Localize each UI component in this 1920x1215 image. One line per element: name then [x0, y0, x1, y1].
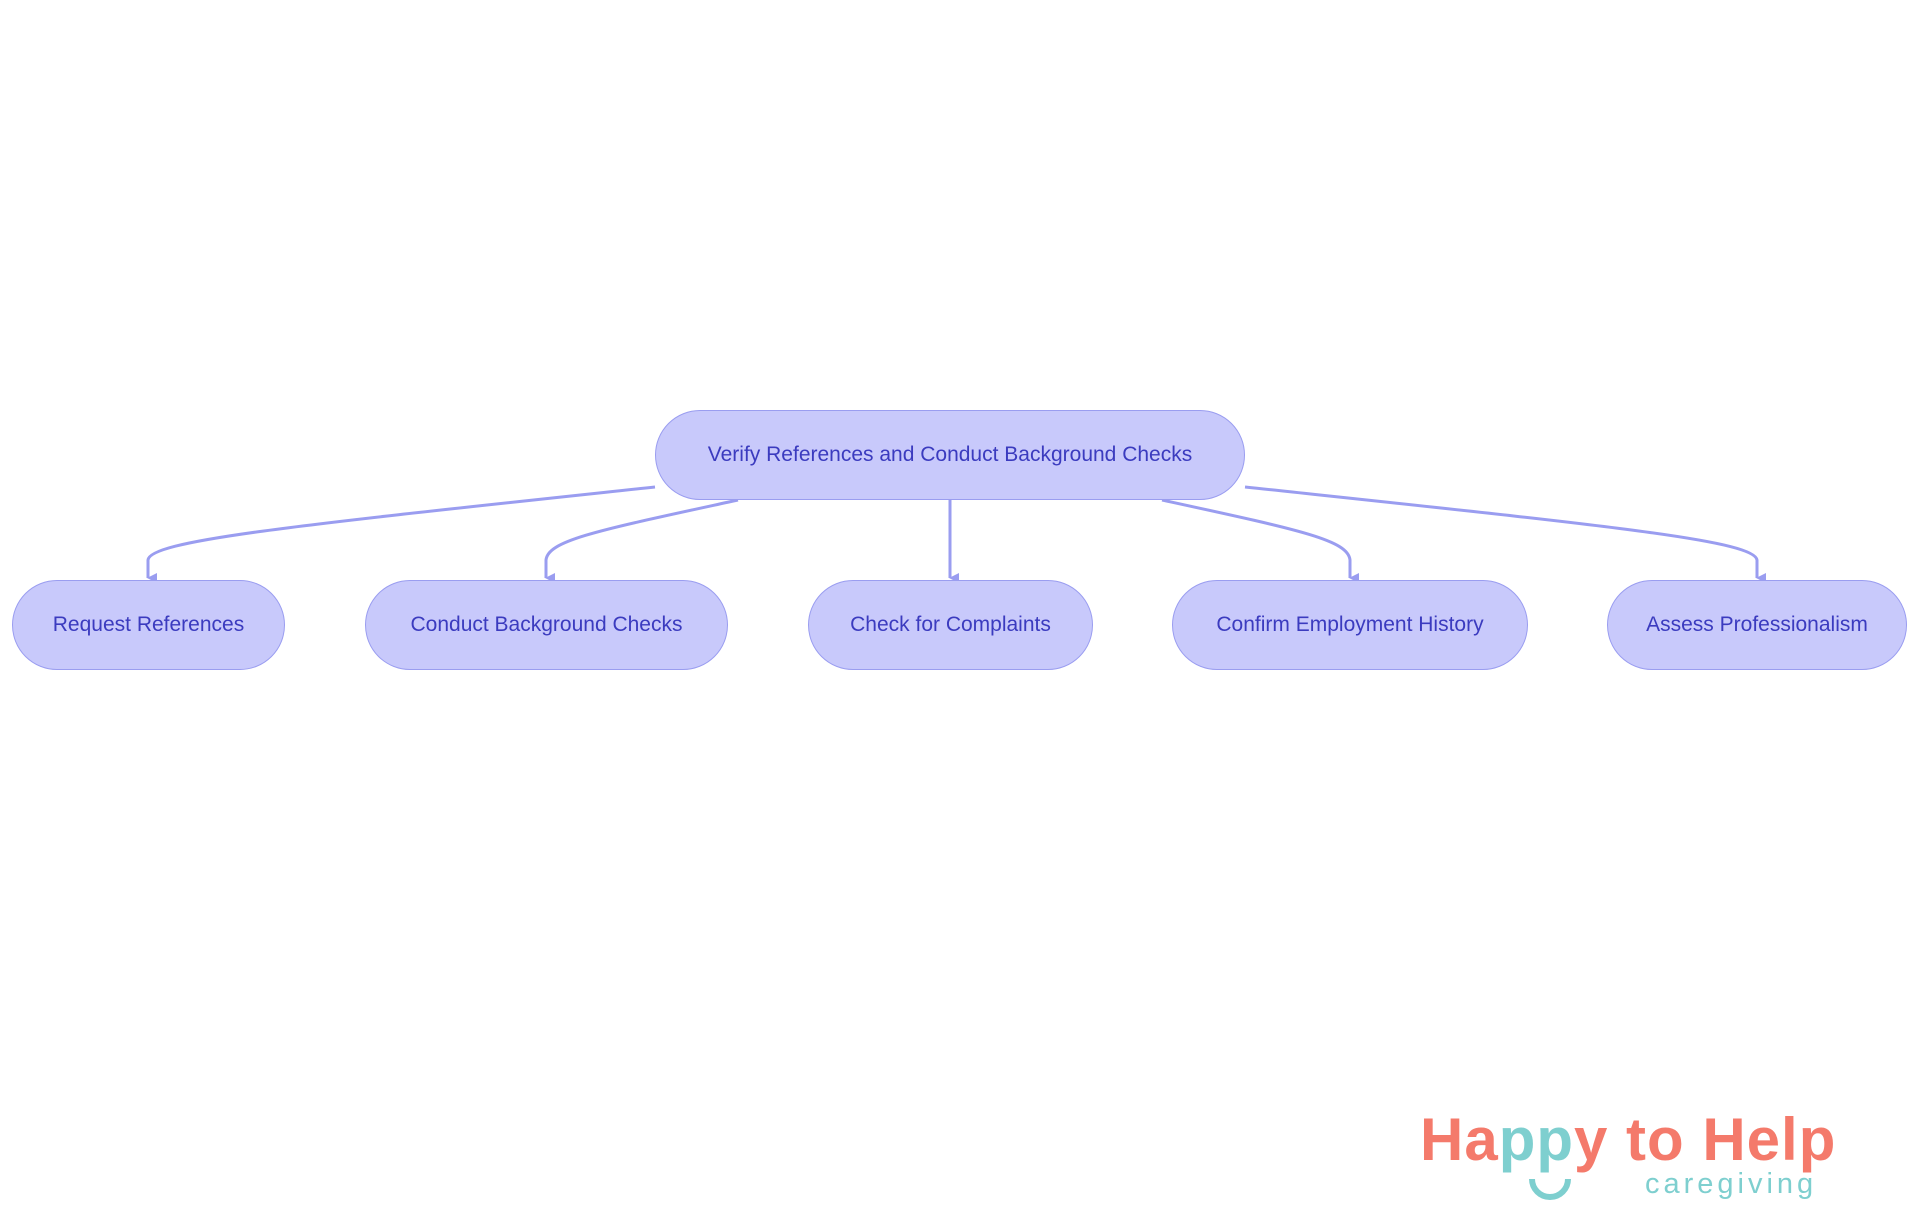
root-node[interactable]: Verify References and Conduct Background… — [655, 410, 1245, 500]
node-check-for-complaints[interactable]: Check for Complaints — [808, 580, 1093, 670]
node-assess-professionalism[interactable]: Assess Professionalism — [1607, 580, 1907, 670]
logo-subtitle: caregiving — [1645, 1168, 1818, 1200]
node-request-references[interactable]: Request References — [12, 580, 285, 670]
node-label: Assess Professionalism — [1646, 613, 1868, 636]
happy-to-help-logo: Happy to Help caregiving — [1420, 1105, 1880, 1205]
edge-to-request-references — [146, 485, 656, 583]
node-label: Conduct Background Checks — [410, 613, 683, 636]
node-label: Confirm Employment History — [1216, 613, 1484, 636]
edge-to-assess-professionalism — [1244, 485, 1766, 583]
node-label: Check for Complaints — [850, 613, 1051, 636]
root-node-label: Verify References and Conduct Background… — [707, 443, 1193, 466]
logo-wordmark: Happy to Help — [1420, 1106, 1837, 1173]
smile-icon — [1529, 1178, 1571, 1200]
node-label: Request References — [52, 613, 245, 636]
edge-to-conduct-background-checks — [544, 498, 739, 583]
node-conduct-background-checks[interactable]: Conduct Background Checks — [365, 580, 728, 670]
node-confirm-employment-history[interactable]: Confirm Employment History — [1172, 580, 1528, 670]
edge-to-confirm-employment-history — [1161, 498, 1359, 583]
